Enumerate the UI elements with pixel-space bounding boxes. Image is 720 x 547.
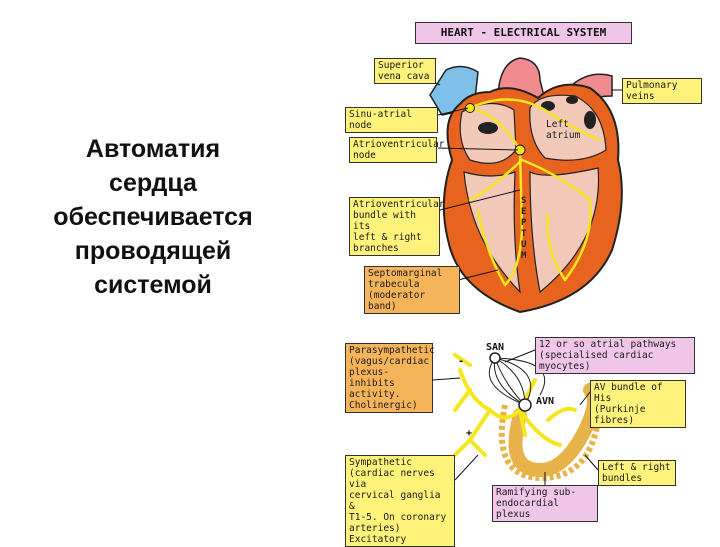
opening-shape (566, 96, 578, 104)
sinu-atrial-node-label: Sinu-atrial node (345, 107, 438, 133)
label-line: bundle with its (353, 210, 416, 232)
avn-label: AVN (536, 396, 555, 407)
ramifying-plexus-label: Ramifying sub- endocardial plexus (492, 485, 598, 522)
label-line: Atrioventricular (353, 199, 445, 210)
label-line: plexus- inhibits (349, 367, 395, 389)
label-line: Pulmonary (626, 80, 678, 91)
leader-lines-lower (432, 349, 599, 485)
san-node-shape (489, 352, 501, 364)
label-line: Superior (378, 60, 424, 71)
label-line: Sinu-atrial node (349, 109, 412, 131)
label-line: endocardial plexus (496, 498, 559, 520)
left-atrium-label: Left atrium (543, 118, 593, 142)
slide-title-line: проводящей (74, 237, 232, 265)
label-line: Left (546, 119, 569, 130)
label-line: node (353, 150, 376, 161)
label-line: bundles (602, 473, 643, 484)
label-line: Ramifying sub- (496, 487, 577, 498)
label-line: (vagus/cardiac (349, 356, 430, 367)
slide-title-line: системой (94, 271, 212, 299)
slide-title-line: Автоматия (85, 135, 221, 163)
slide-title: Автоматия сердца обеспечивается проводящ… (8, 132, 298, 302)
slide-title-line: обеспечивается (53, 203, 253, 231)
opening-shape (478, 122, 498, 134)
septomarginal-label: Septomarginal trabecula (moderator band) (364, 266, 460, 314)
sympathetic-label: Sympathetic (cardiac nerves via cervical… (345, 455, 455, 547)
label-line: branches (353, 243, 399, 254)
opening-shape (584, 111, 596, 129)
parasympathetic-label: Parasympathetic (vagus/cardiac plexus- i… (345, 343, 435, 413)
label-line: (cardiac nerves via (349, 468, 435, 490)
label-line: Parasympathetic (349, 345, 435, 356)
label-line: T1-5. On coronary (349, 512, 447, 523)
label-line: trabecula (368, 279, 420, 290)
label-line: arteries) Excitatory (349, 523, 407, 545)
heart-header: HEART - ELECTRICAL SYSTEM (415, 22, 632, 44)
label-line: vena cava (378, 71, 430, 82)
label-line: Septomarginal (368, 268, 443, 279)
septum-label: SEPTUM (521, 196, 527, 261)
nerve-tree-shape (453, 353, 577, 457)
label-line: AV bundle of His (594, 382, 663, 404)
label-line: cervical ganglia & (349, 490, 441, 512)
label-line: activity. (349, 389, 401, 400)
left-ventricle-shape (529, 167, 600, 294)
pulmonary-veins-label: Pulmonary veins (622, 78, 702, 104)
label-line: Cholinergic) (349, 400, 418, 411)
conduction-pathways-shape (468, 98, 602, 287)
minus-sign: - (458, 356, 465, 367)
sa-node-shape (465, 103, 475, 113)
slide-title-line: сердца (109, 169, 197, 197)
label-line: (Purkinje fibres) (594, 404, 646, 426)
right-ventricle-shape (463, 171, 521, 294)
atrial-pathways-label: 12 or so atrial pathways (specialised ca… (535, 337, 695, 374)
label-line: atrium (546, 130, 581, 141)
plus-sign: + (466, 428, 473, 439)
label-line: (moderator band) (368, 290, 426, 312)
label-line: (specialised cardiac myocytes) (539, 350, 654, 372)
label-line: left & right (353, 232, 422, 243)
label-line: Sympathetic (349, 457, 412, 468)
superior-vena-cava-label: Superior vena cava (374, 58, 436, 84)
av-bundle-his-label: AV bundle of His (Purkinje fibres) (590, 380, 686, 428)
san-label: SAN (486, 342, 505, 353)
left-right-bundles-label: Left & right bundles (598, 460, 676, 486)
avn-node-shape (518, 398, 532, 412)
label-line: 12 or so atrial pathways (539, 339, 677, 350)
label-line: Atrioventricular (353, 139, 445, 150)
atrioventricular-node-label: Atrioventricular node (349, 137, 445, 163)
av-bundle-label: Atrioventricular bundle with its left & … (349, 197, 445, 256)
label-line: Left & right (602, 462, 671, 473)
label-line: veins (626, 91, 655, 102)
